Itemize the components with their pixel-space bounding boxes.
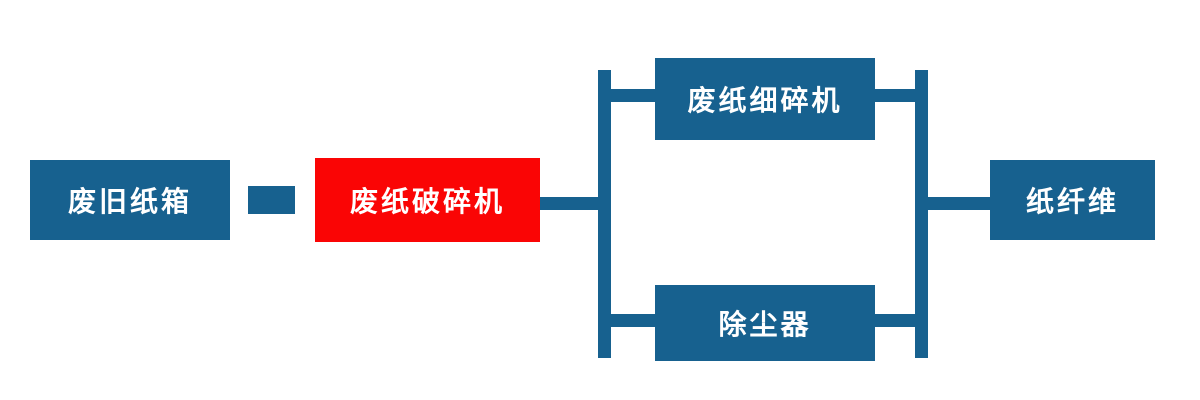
node-dust-collector-label: 除尘器 [718, 308, 812, 341]
connector-merge-top-stub [875, 89, 915, 102]
node-waste-cardboard: 废旧纸箱 [30, 160, 230, 240]
connector-split-vertical [598, 70, 611, 358]
connector-merge-bottom-stub [875, 314, 915, 327]
node-waste-cardboard-label: 废旧纸箱 [67, 185, 192, 218]
connector-merge-vertical [915, 70, 928, 358]
node-paper-crusher-label: 废纸破碎机 [349, 185, 505, 218]
connector-dash [248, 186, 295, 214]
node-paper-fiber: 纸纤维 [990, 160, 1155, 240]
node-fine-crusher: 废纸细碎机 [655, 58, 875, 140]
connector-fiber-input [928, 197, 990, 210]
node-fine-crusher-label: 废纸细碎机 [687, 84, 843, 117]
connector-split-top-stub [611, 89, 655, 102]
node-paper-fiber-label: 纸纤维 [1025, 185, 1119, 218]
connector-crusher-output [540, 197, 604, 210]
node-paper-crusher: 废纸破碎机 [315, 158, 540, 242]
node-dust-collector: 除尘器 [655, 285, 875, 361]
connector-split-bottom-stub [611, 314, 655, 327]
